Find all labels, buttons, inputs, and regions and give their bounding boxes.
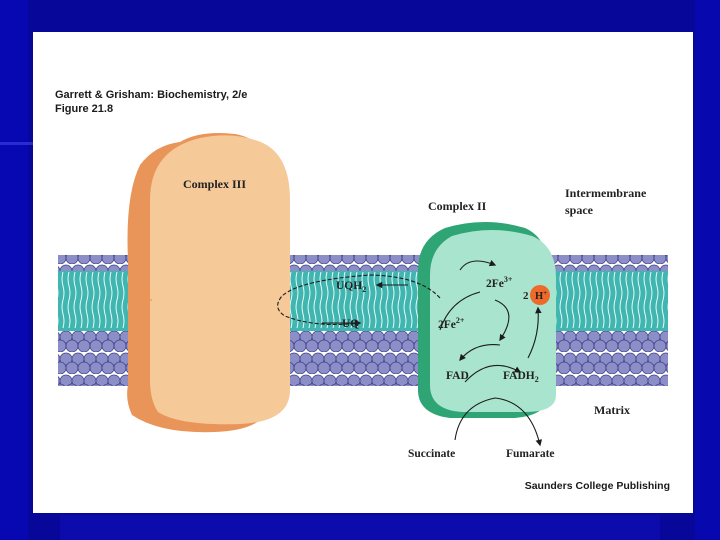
complex-iii-label: Complex III — [183, 177, 246, 191]
publisher-credit: Saunders College Publishing — [525, 480, 670, 492]
matrix-label: Matrix — [594, 403, 630, 417]
complex-ii-label: Complex II — [428, 199, 487, 213]
proton-count: 2 — [523, 290, 529, 302]
fad-label: FAD — [446, 370, 469, 382]
succinate-label: Succinate — [408, 448, 455, 460]
space-label: space — [565, 203, 594, 217]
fumarate-label: Fumarate — [506, 448, 555, 460]
fadh2-label: FADH2 — [503, 370, 539, 384]
complex-ii: Complex II — [418, 199, 556, 418]
intermembrane-label: Intermembrane — [565, 186, 647, 200]
complex-iii: Complex III — [127, 133, 290, 432]
uqh2-label: UQH2 — [336, 280, 366, 294]
uq-label: UQ — [342, 318, 359, 330]
